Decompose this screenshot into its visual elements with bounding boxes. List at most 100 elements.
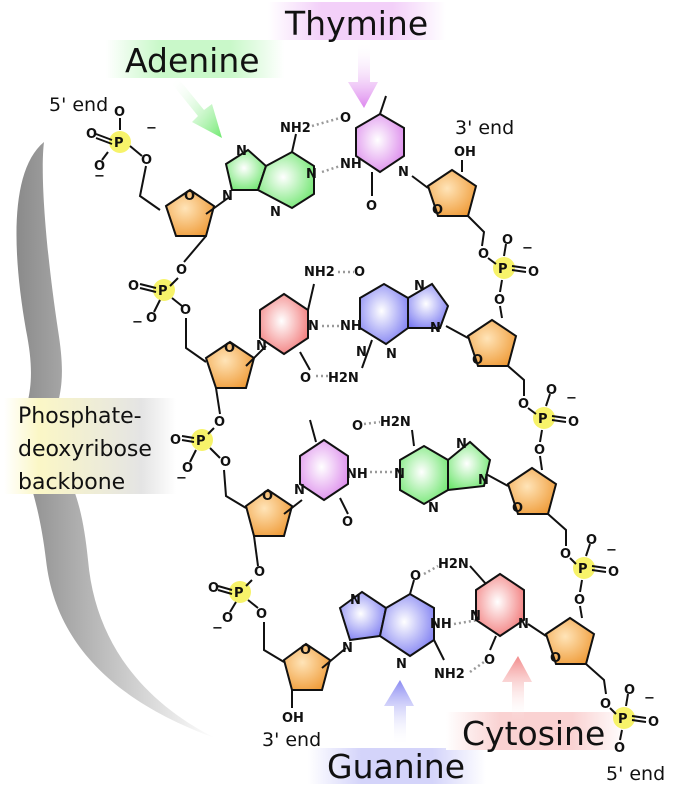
- svg-text:NH: NH: [346, 467, 368, 482]
- adenine-base: H2N N N N N: [380, 415, 492, 516]
- svg-text:−: −: [146, 121, 157, 136]
- base-pair-adenine-thymine: N N N N NH2 O NH N O: [222, 95, 409, 220]
- svg-text:deoxyribose: deoxyribose: [18, 437, 152, 462]
- svg-text:O: O: [512, 501, 523, 516]
- svg-text:−: −: [606, 543, 617, 558]
- svg-text:O: O: [176, 263, 187, 278]
- svg-text:N: N: [428, 501, 439, 516]
- svg-text:O: O: [614, 741, 625, 756]
- svg-text:H2N: H2N: [380, 415, 411, 430]
- label-thymine: Thymine: [268, 2, 446, 43]
- svg-text:O: O: [534, 443, 545, 458]
- svg-text:N: N: [478, 473, 489, 488]
- svg-text:N: N: [396, 657, 407, 672]
- svg-text:NH2: NH2: [304, 265, 335, 280]
- left-strand: P O O O O − − O O P O O O −: [86, 105, 347, 726]
- label-5-end-bottom: 5' end: [606, 763, 665, 785]
- svg-text:O: O: [256, 607, 267, 622]
- label-3-end-top: 3' end: [455, 117, 514, 139]
- svg-text:O: O: [262, 489, 273, 504]
- svg-text:NH: NH: [430, 617, 452, 632]
- label-adenine: Adenine: [106, 40, 284, 80]
- svg-text:O: O: [128, 279, 139, 294]
- svg-text:N: N: [236, 144, 247, 159]
- svg-text:O: O: [624, 683, 635, 698]
- arrow-adenine: [172, 78, 222, 138]
- svg-text:N: N: [308, 319, 319, 334]
- label-5-end-top: 5' end: [49, 94, 108, 116]
- svg-text:−: −: [176, 471, 187, 486]
- svg-text:O: O: [146, 311, 157, 326]
- svg-text:NH: NH: [340, 157, 362, 172]
- svg-text:N: N: [430, 321, 441, 336]
- svg-text:P: P: [158, 284, 168, 299]
- svg-text:N: N: [342, 641, 353, 656]
- svg-text:N: N: [350, 593, 361, 608]
- svg-text:O: O: [254, 565, 265, 580]
- label-guanine: Guanine: [308, 747, 486, 786]
- label-cytosine: Cytosine: [446, 712, 626, 753]
- base-pair-thymine-adenine: O NH N O H2N N N N N: [294, 415, 492, 530]
- arrow-guanine: [384, 680, 414, 746]
- svg-text:O: O: [608, 565, 619, 580]
- svg-text:O: O: [478, 247, 489, 262]
- svg-text:O: O: [180, 303, 191, 318]
- svg-text:O: O: [502, 233, 513, 248]
- base-pair-guanine-cytosine: N N N NH O NH2 H2N N N O: [338, 557, 529, 682]
- svg-text:O: O: [410, 569, 421, 584]
- svg-text:P: P: [196, 434, 206, 449]
- adenine-base: N N N N NH2: [222, 121, 317, 220]
- svg-text:O: O: [114, 105, 125, 120]
- svg-text:P: P: [114, 136, 124, 151]
- svg-text:N: N: [222, 189, 233, 204]
- svg-text:O: O: [354, 265, 365, 280]
- svg-text:NH2: NH2: [280, 121, 311, 136]
- svg-text:N: N: [398, 165, 409, 180]
- svg-text:P: P: [578, 562, 588, 577]
- svg-text:O: O: [550, 651, 561, 666]
- svg-text:O: O: [86, 127, 97, 142]
- svg-text:−: −: [132, 315, 143, 330]
- svg-text:O: O: [170, 433, 181, 448]
- svg-text:H2N: H2N: [328, 371, 359, 386]
- cytosine-base: H2N N N O: [438, 557, 529, 668]
- phosphate-group: O P O O O −: [208, 565, 267, 636]
- svg-text:O: O: [472, 353, 483, 368]
- svg-text:O: O: [528, 265, 539, 280]
- svg-text:−: −: [212, 621, 223, 636]
- svg-text:P: P: [498, 262, 508, 277]
- svg-text:O: O: [432, 203, 443, 218]
- svg-text:Thymine: Thymine: [284, 4, 428, 43]
- svg-text:O: O: [574, 593, 585, 608]
- svg-text:OH: OH: [282, 711, 304, 726]
- svg-text:N: N: [256, 339, 267, 354]
- svg-text:O: O: [94, 159, 105, 174]
- arrow-thymine: [348, 42, 378, 108]
- svg-text:P: P: [538, 412, 548, 427]
- thymine-base: O NH N O: [294, 419, 368, 530]
- svg-text:O: O: [220, 455, 231, 470]
- svg-text:P: P: [234, 586, 244, 601]
- right-strand: OH O O P O O O − O O: [411, 145, 659, 756]
- svg-text:O: O: [208, 581, 219, 596]
- svg-text:N: N: [394, 467, 405, 482]
- svg-text:O: O: [648, 715, 659, 730]
- svg-text:N: N: [306, 167, 317, 182]
- svg-text:Adenine: Adenine: [125, 41, 260, 80]
- svg-text:O: O: [300, 643, 311, 658]
- guanine-base: O NH N N N N H2N: [328, 265, 450, 386]
- svg-text:−: −: [644, 691, 655, 706]
- svg-text:O: O: [568, 415, 579, 430]
- svg-text:NH2: NH2: [434, 667, 465, 682]
- svg-text:N: N: [518, 617, 529, 632]
- svg-text:N: N: [414, 279, 425, 294]
- svg-text:N: N: [294, 483, 305, 498]
- svg-text:O: O: [214, 415, 225, 430]
- svg-text:O: O: [340, 111, 351, 126]
- phosphate-group: O P O O O −: [600, 683, 659, 756]
- phosphate-group: O P O O O −: [478, 233, 539, 308]
- phosphate-group: O P O O O −: [170, 415, 231, 486]
- svg-text:O: O: [518, 397, 529, 412]
- svg-text:N: N: [456, 437, 467, 452]
